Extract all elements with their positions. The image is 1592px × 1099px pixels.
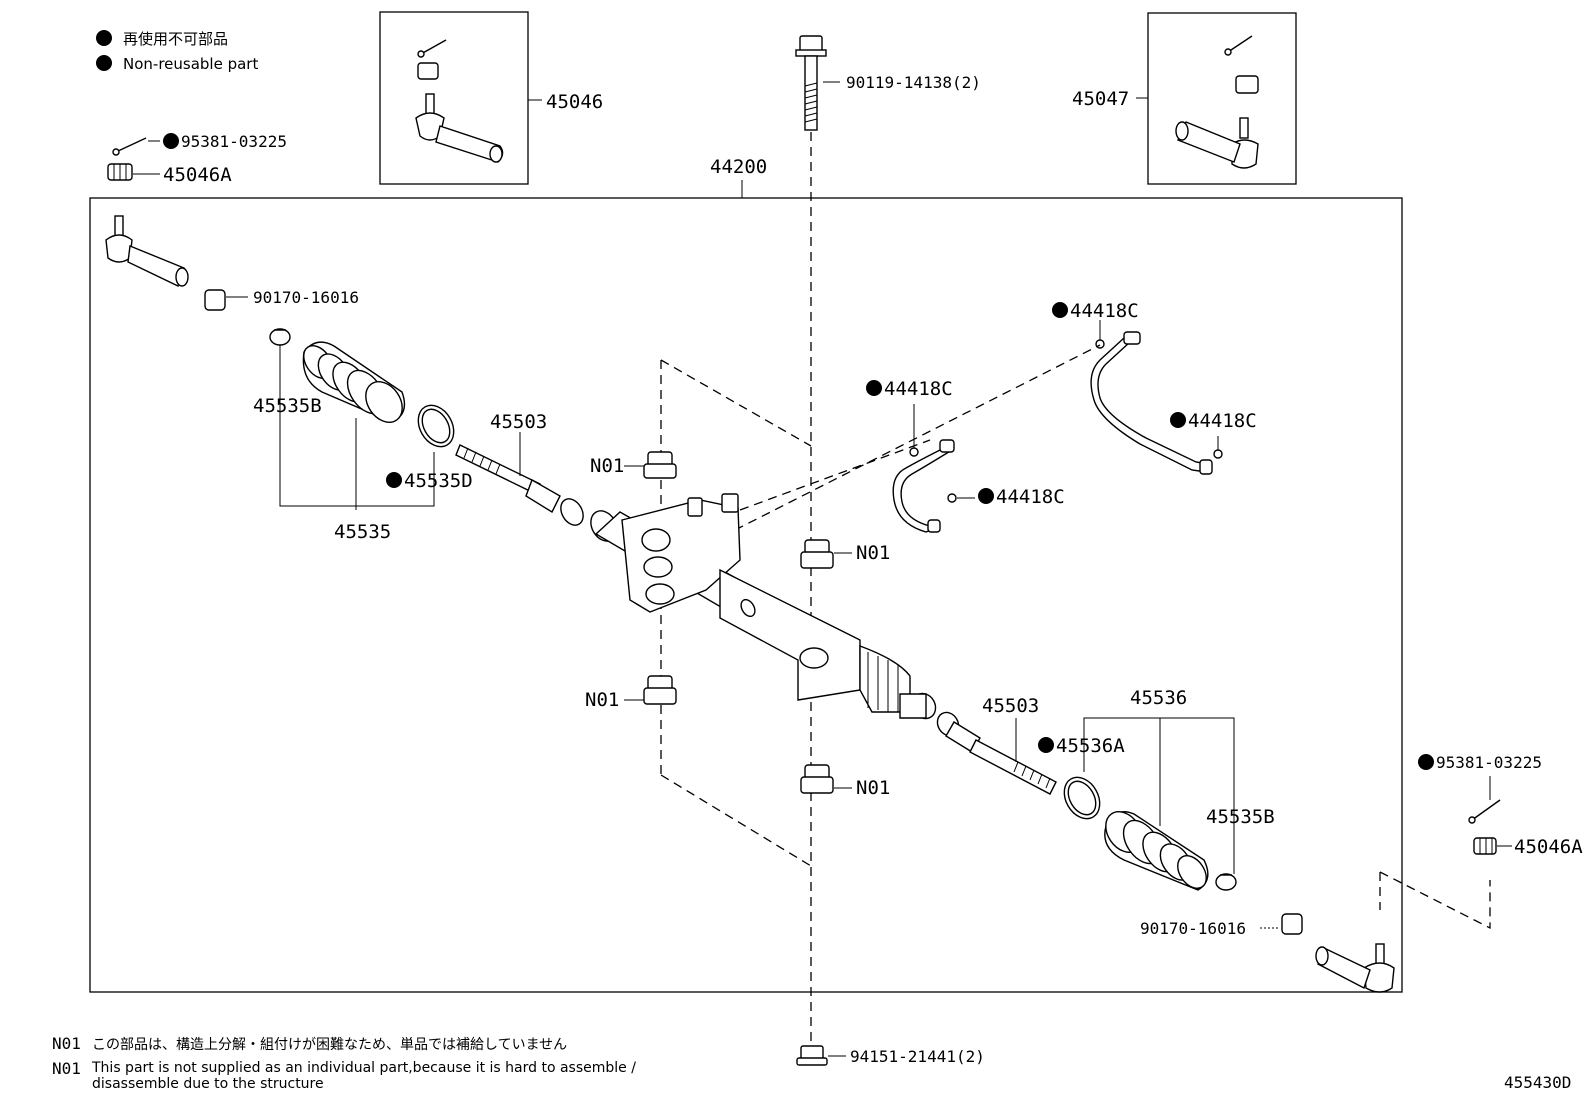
part-number-44418C-right: 44418C <box>1188 410 1257 432</box>
flange-nut-94151-icon[interactable] <box>796 1045 828 1066</box>
clamp-45535B-left-icon[interactable] <box>269 328 291 346</box>
part-number-45535B-left: 45535B <box>253 395 322 417</box>
o-ring-icon <box>1095 339 1105 349</box>
bushing-n01-d-icon[interactable] <box>800 764 834 794</box>
tie-rod-end-rh-box <box>1147 12 1297 185</box>
bushing-n01-a-icon[interactable] <box>643 451 677 479</box>
part-number-45535: 45535 <box>334 521 391 543</box>
rack-boot-left-icon[interactable] <box>298 340 410 429</box>
part-number-45536: 45536 <box>1130 687 1187 709</box>
tie-rod-end-lh-icon[interactable] <box>415 39 504 163</box>
clamp-45535B-right-icon[interactable] <box>1215 873 1237 891</box>
n01-label-d: N01 <box>856 777 890 799</box>
legend-jp: 再使用不可部品 <box>123 30 228 48</box>
part-number-44418C-low: 44418C <box>996 486 1065 508</box>
tie-rod-end-right-icon[interactable] <box>1315 943 1395 993</box>
castle-nut-right-icon[interactable] <box>1473 837 1497 855</box>
nut-90170-right-icon[interactable] <box>1281 913 1303 935</box>
part-number-44418C-mid: 44418C <box>884 378 953 400</box>
part-number-90119: 90119-14138(2) <box>846 73 981 92</box>
part-number-45046: 45046 <box>546 91 603 113</box>
boot-clip-45536A-icon[interactable] <box>1057 771 1107 825</box>
steering-gear-assembly-box <box>89 197 1403 993</box>
o-ring-icon <box>947 493 957 503</box>
inner-tie-rod-right-icon[interactable] <box>933 709 1057 795</box>
part-number-45503-left: 45503 <box>490 411 547 433</box>
part-number-95381-left: 95381-03225 <box>181 132 287 151</box>
note-text-en-line2: disassemble due to the structure <box>92 1076 324 1092</box>
rack-boot-right-icon[interactable] <box>1098 805 1212 894</box>
bushing-n01-c-icon[interactable] <box>643 675 677 705</box>
part-number-45046A-left: 45046A <box>163 164 232 186</box>
bolt-90119-icon[interactable] <box>795 35 827 131</box>
nut-90170-left-icon[interactable] <box>204 289 226 311</box>
pressure-tube-left-icon[interactable] <box>892 439 955 533</box>
part-number-44418C-top: 44418C <box>1070 300 1139 322</box>
note-code-en: N01 <box>52 1059 81 1078</box>
part-number-45047: 45047 <box>1072 88 1129 110</box>
legend: 再使用不可部品 Non-reusable part <box>96 30 258 73</box>
part-number-90170-right: 90170-16016 <box>1140 919 1246 938</box>
cotter-pin-left-icon[interactable] <box>112 137 147 156</box>
part-number-45535D: 45535D <box>404 470 473 492</box>
legend-dot-icon <box>96 30 112 46</box>
part-number-44200: 44200 <box>710 156 767 178</box>
tie-rod-end-lh-box <box>379 11 529 185</box>
n01-label-b: N01 <box>856 542 890 564</box>
n01-label-a: N01 <box>590 455 624 477</box>
legend-en: Non-reusable part <box>123 55 258 73</box>
bushing-n01-b-icon[interactable] <box>800 539 834 569</box>
part-number-94151: 94151-21441(2) <box>850 1047 985 1066</box>
tie-rod-end-left-icon[interactable] <box>105 215 189 287</box>
part-number-90170-left: 90170-16016 <box>253 288 359 307</box>
note-text-en-line1: This part is not supplied as an individu… <box>91 1060 636 1076</box>
o-ring-icon <box>1213 449 1223 459</box>
part-number-45536A: 45536A <box>1056 735 1125 757</box>
tie-rod-end-rh-icon[interactable] <box>1175 35 1259 169</box>
inner-tie-rod-left-icon[interactable] <box>455 444 588 529</box>
note-text-jp: この部品は、構造上分解・組付けが困難なため、単品では補給していません <box>92 1037 567 1053</box>
steering-gear-housing-icon[interactable] <box>586 493 940 723</box>
part-number-95381-right: 95381-03225 <box>1436 753 1542 772</box>
part-number-45046A-right: 45046A <box>1514 836 1583 858</box>
n01-label-c: N01 <box>585 689 619 711</box>
cotter-pin-right-icon[interactable] <box>1468 799 1501 824</box>
boot-clip-45535D-icon[interactable] <box>411 399 461 453</box>
figure-id: 455430D <box>1504 1073 1571 1092</box>
pressure-tube-right-icon[interactable] <box>1090 331 1213 475</box>
castle-nut-left-icon[interactable] <box>107 163 133 181</box>
legend-dot-icon <box>96 55 112 71</box>
part-number-45503-right: 45503 <box>982 695 1039 717</box>
part-number-45535B-right: 45535B <box>1206 806 1275 828</box>
note-code-jp: N01 <box>52 1034 81 1053</box>
o-ring-icon <box>909 447 919 457</box>
